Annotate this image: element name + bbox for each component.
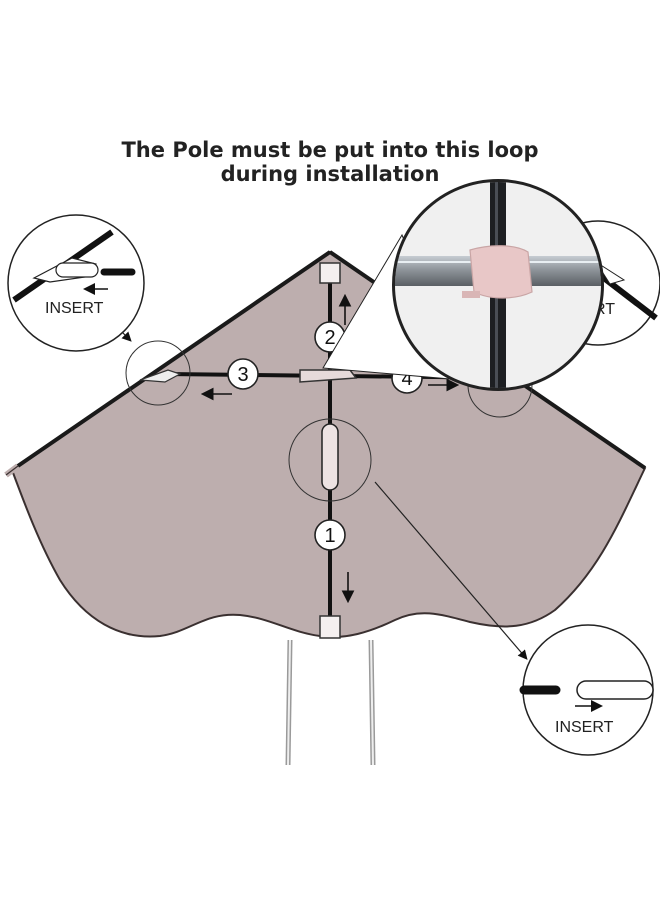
step-marker-3: 3 <box>227 358 259 390</box>
left-sleeve-highlight <box>125 340 191 406</box>
direction-arrows <box>200 293 460 604</box>
support-legs <box>285 639 376 766</box>
svg-text:3: 3 <box>237 364 248 386</box>
top-sleeve <box>319 262 341 284</box>
svg-text:2: 2 <box>324 327 335 349</box>
center-loop-highlight <box>288 418 372 502</box>
left-sleeve <box>139 369 182 383</box>
center-loop <box>321 423 339 491</box>
svg-text:1: 1 <box>324 525 335 547</box>
step-marker-1: 1 <box>314 519 346 551</box>
svg-text:4: 4 <box>401 368 412 390</box>
title-line-2: during installation <box>220 162 440 186</box>
left-insert-callout: INSERT <box>7 214 145 352</box>
pole-loop-zoom <box>392 179 604 391</box>
bottom-sleeve <box>319 615 341 639</box>
left-insert-label: INSERT <box>45 300 104 317</box>
title-line-1: The Pole must be put into this loop <box>121 138 539 162</box>
bottom-insert-callout: INSERT <box>519 624 654 756</box>
bottom-insert-label: INSERT <box>555 719 614 736</box>
